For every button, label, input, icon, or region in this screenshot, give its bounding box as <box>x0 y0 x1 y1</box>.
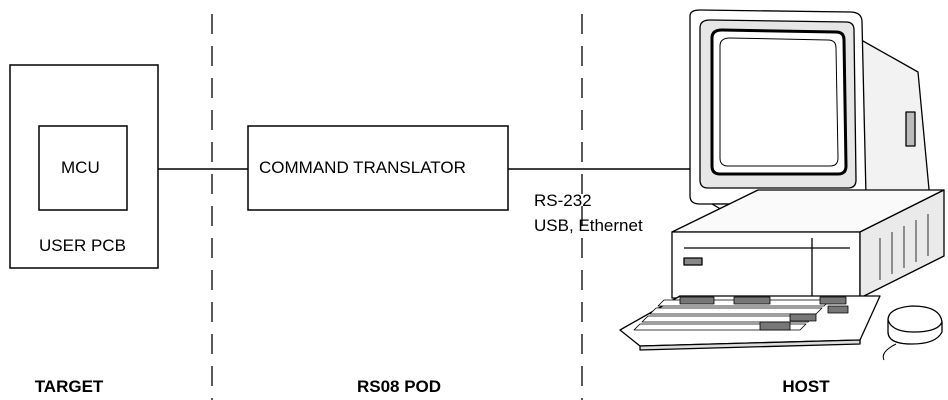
command-translator-label: COMMAND TRANSLATOR <box>259 158 466 178</box>
user-pcb-label: USER PCB <box>39 236 126 256</box>
mcu-label: MCU <box>61 158 100 178</box>
section-label-target: TARGET <box>35 377 104 397</box>
section-label-host: HOST <box>782 377 829 397</box>
desktop-computer-icon <box>620 10 944 360</box>
link-protocol-line1: RS-232 <box>534 191 592 211</box>
section-label-pod: RS08 POD <box>357 377 441 397</box>
link-protocol-line2: USB, Ethernet <box>534 216 643 236</box>
